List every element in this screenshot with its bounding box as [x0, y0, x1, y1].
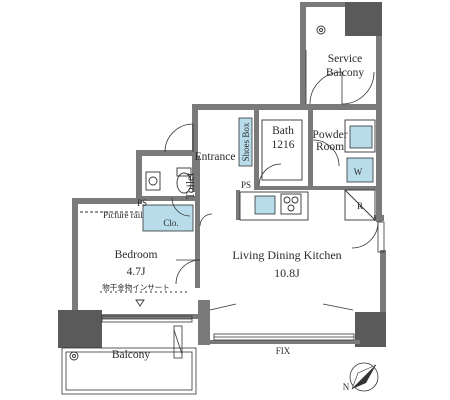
- fixture-lines: [69, 25, 376, 361]
- label-powder-1: Powder: [312, 129, 347, 141]
- label-fix: FIX: [276, 346, 291, 356]
- label-laundry-insert: 物干金物インサート: [102, 282, 170, 292]
- label-closet: Clo.: [163, 218, 178, 228]
- label-ldk: Living Dining Kitchen: [232, 248, 341, 262]
- balcony-outline: [61, 50, 307, 395]
- north-arrow-icon: N: [343, 362, 379, 392]
- shoes-box: [238, 117, 253, 167]
- label-refrigerator: R: [357, 201, 363, 211]
- kitchen-sink: [254, 195, 276, 215]
- label-bedroom-size: 4.7J: [127, 266, 146, 278]
- label-picture-rail: Picture rail: [103, 210, 143, 220]
- powder-sink: [349, 125, 373, 149]
- label-toilet: Toilet: [185, 172, 197, 199]
- bedroom-closet: [142, 204, 194, 232]
- label-ps-bedroom: PS: [137, 198, 147, 208]
- label-bath: Bath: [272, 125, 294, 137]
- walls: [58, 2, 386, 348]
- label-bath-size: 1216: [272, 139, 295, 151]
- label-powder-2: Room: [316, 141, 344, 153]
- fixtures: [142, 117, 374, 232]
- label-ps-bath: PS: [241, 180, 251, 190]
- room-labels: Service Balcony Bath 1216 Powder Room En…: [102, 53, 364, 361]
- label-north: N: [343, 382, 350, 392]
- label-service-balcony-1: Service: [328, 53, 362, 65]
- washer-pan: [346, 157, 374, 183]
- windows: [101, 221, 385, 341]
- label-ldk-size: 10.8J: [274, 266, 300, 280]
- label-bedroom: Bedroom: [115, 249, 158, 261]
- label-entrance: Entrance: [195, 151, 236, 163]
- label-shoes-box: Shoes Box: [241, 122, 251, 161]
- label-service-balcony-2: Balcony: [326, 67, 365, 79]
- label-washer: W: [354, 167, 363, 177]
- label-balcony: Balcony: [112, 349, 151, 361]
